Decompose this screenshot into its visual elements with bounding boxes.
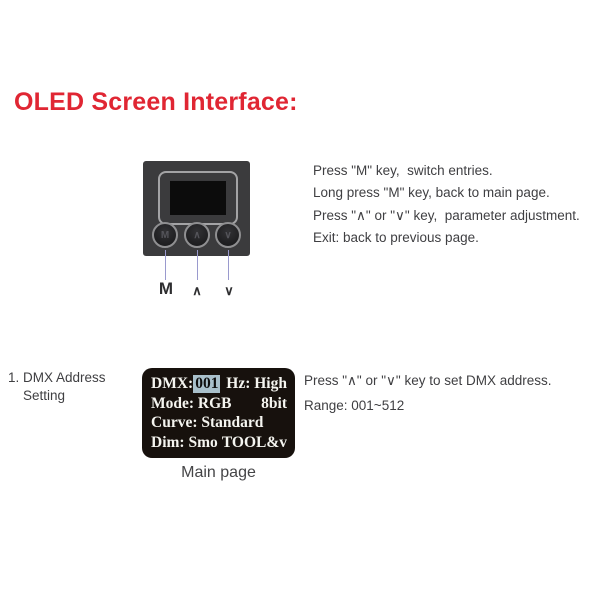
- instruction-line: Long press "M" key, back to main page.: [313, 185, 550, 201]
- instruction-line: Press "∧" or "∨" key, parameter adjustme…: [313, 207, 580, 223]
- tool-menu-value: TOOL&v: [221, 433, 287, 451]
- curve-value: Curve: Standard: [151, 414, 264, 431]
- bit-depth-value: 8bit: [261, 394, 287, 412]
- dmx-section-label-line1: 1. DMX Address: [8, 370, 106, 385]
- oled-screen: [170, 181, 226, 215]
- m-button: M: [152, 222, 178, 248]
- instruction-line: Press "M" key, switch entries.: [313, 163, 493, 178]
- dmx-section-label-line2: Setting: [23, 388, 66, 403]
- button-label-down: ∨: [224, 283, 234, 298]
- button-label-m: M: [158, 279, 174, 298]
- down-button: ∨: [215, 222, 241, 248]
- key-instructions: Press "M" key, switch entries. Long pres…: [313, 160, 580, 250]
- oled-row-dmx: DMX:001 Hz: High: [151, 375, 287, 395]
- leader-line-m: [165, 250, 166, 280]
- dmx-field-label: DMX:: [151, 375, 194, 392]
- up-chevron-icon: ∧: [193, 229, 201, 241]
- oled-row-curve: Curve: Standard: [151, 414, 287, 434]
- dmx-note-line: Range: 001~512: [304, 398, 405, 413]
- leader-line-up: [197, 250, 198, 280]
- hz-value: Hz: High: [226, 375, 287, 392]
- oled-row-dim: Dim: Smo TOOL&v: [151, 434, 287, 454]
- mode-value: Mode: RGB: [151, 394, 232, 412]
- m-button-glyph: M: [160, 229, 170, 241]
- oled-row-mode: Mode: RGB 8bit: [151, 395, 287, 415]
- oled-display: DMX:001 Hz: High Mode: RGB 8bit Curve: S…: [142, 368, 295, 458]
- page-title: OLED Screen Interface:: [14, 88, 298, 116]
- device-panel: M ∧ ∨: [143, 161, 250, 256]
- dmx-address-value: 001: [193, 375, 221, 393]
- dmx-note-line: Press "∧" or "∨" key to set DMX address.: [304, 373, 552, 388]
- oled-screen-frame: [158, 171, 238, 225]
- instruction-line: Exit: back to previous page.: [313, 230, 479, 246]
- dmx-notes: Press "∧" or "∨" key to set DMX address.…: [304, 368, 552, 418]
- button-label-up: ∧: [192, 283, 202, 298]
- leader-line-down: [228, 250, 229, 280]
- dmx-section-label: 1. DMX Address Setting: [8, 369, 106, 405]
- up-button: ∧: [184, 222, 210, 248]
- main-page-caption: Main page: [181, 464, 256, 481]
- down-chevron-icon: ∨: [224, 229, 232, 241]
- dim-value: Dim: Smo: [151, 433, 218, 451]
